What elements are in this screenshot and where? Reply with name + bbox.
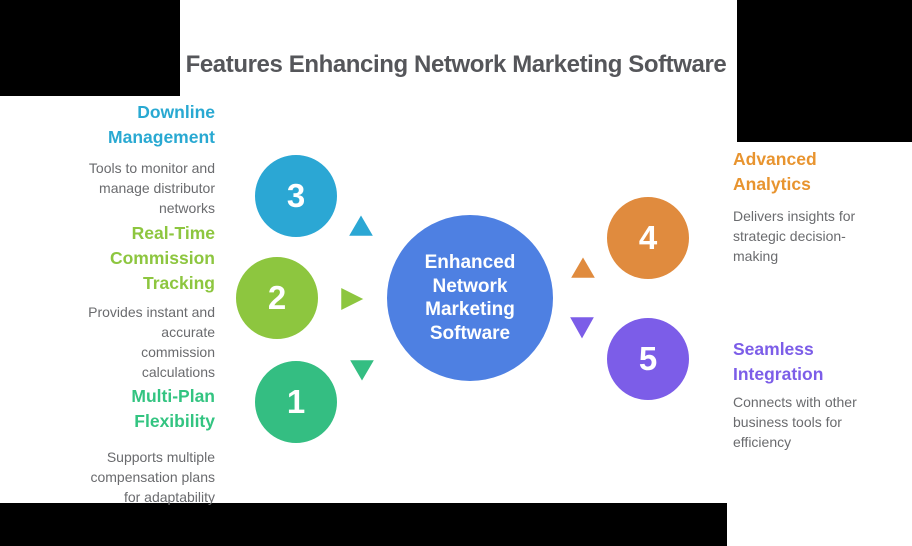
arrow-down-icon [566, 313, 598, 349]
feature-circle-multiplan-flexibility: 1 [252, 358, 340, 446]
feature-circle-seamless-integration: 5 [604, 315, 692, 403]
bottom-band-block [0, 503, 727, 546]
feature-label-multiplan-flexibility: Multi-Plan Flexibility [131, 386, 215, 431]
feature-number: 3 [286, 177, 306, 214]
feature-description-advanced-analytics: Delivers insights for strategic decision… [733, 208, 856, 264]
center-node-label: Enhanced Network Marketing Software [424, 252, 516, 344]
watermark-cover-rect [727, 495, 912, 546]
feature-label-advanced-analytics: Advanced Analytics [733, 149, 817, 194]
feature-circle-realtime-commission-tracking: 2 [233, 254, 321, 342]
feature-circle-downline-management: 3 [252, 152, 340, 240]
arrow-right-icon [337, 284, 369, 319]
feature-description-downline-management: Tools to monitor and manage distributor … [88, 160, 215, 216]
feature-number: 1 [286, 383, 306, 420]
feature-description-multiplan-flexibility: Supports multiple compensation plans for… [90, 449, 215, 505]
feature-circle-advanced-analytics: 4 [604, 194, 692, 282]
center-node-circle: Enhanced Network Marketing Software [383, 211, 557, 385]
arrow-down-icon [346, 356, 378, 391]
feature-description-realtime-commission-tracking: Provides instant and accurate commission… [88, 304, 215, 380]
arrow-up-icon [345, 210, 377, 245]
feature-label-seamless-integration: Seamless Integration [733, 339, 824, 384]
page-title: Features Enhancing Network Marketing Sof… [185, 51, 727, 78]
feature-description-seamless-integration: Connects with other business tools for e… [733, 394, 857, 450]
feature-number: 5 [638, 340, 658, 377]
arrow-up-icon [567, 252, 599, 287]
corner-block-top-right [737, 0, 912, 142]
feature-label-realtime-commission-tracking: Real-Time Commission Tracking [109, 223, 215, 293]
corner-block-top-left [0, 0, 180, 96]
feature-number: 4 [638, 219, 658, 256]
feature-label-downline-management: Downline Management [108, 102, 215, 147]
feature-number: 2 [267, 279, 287, 316]
